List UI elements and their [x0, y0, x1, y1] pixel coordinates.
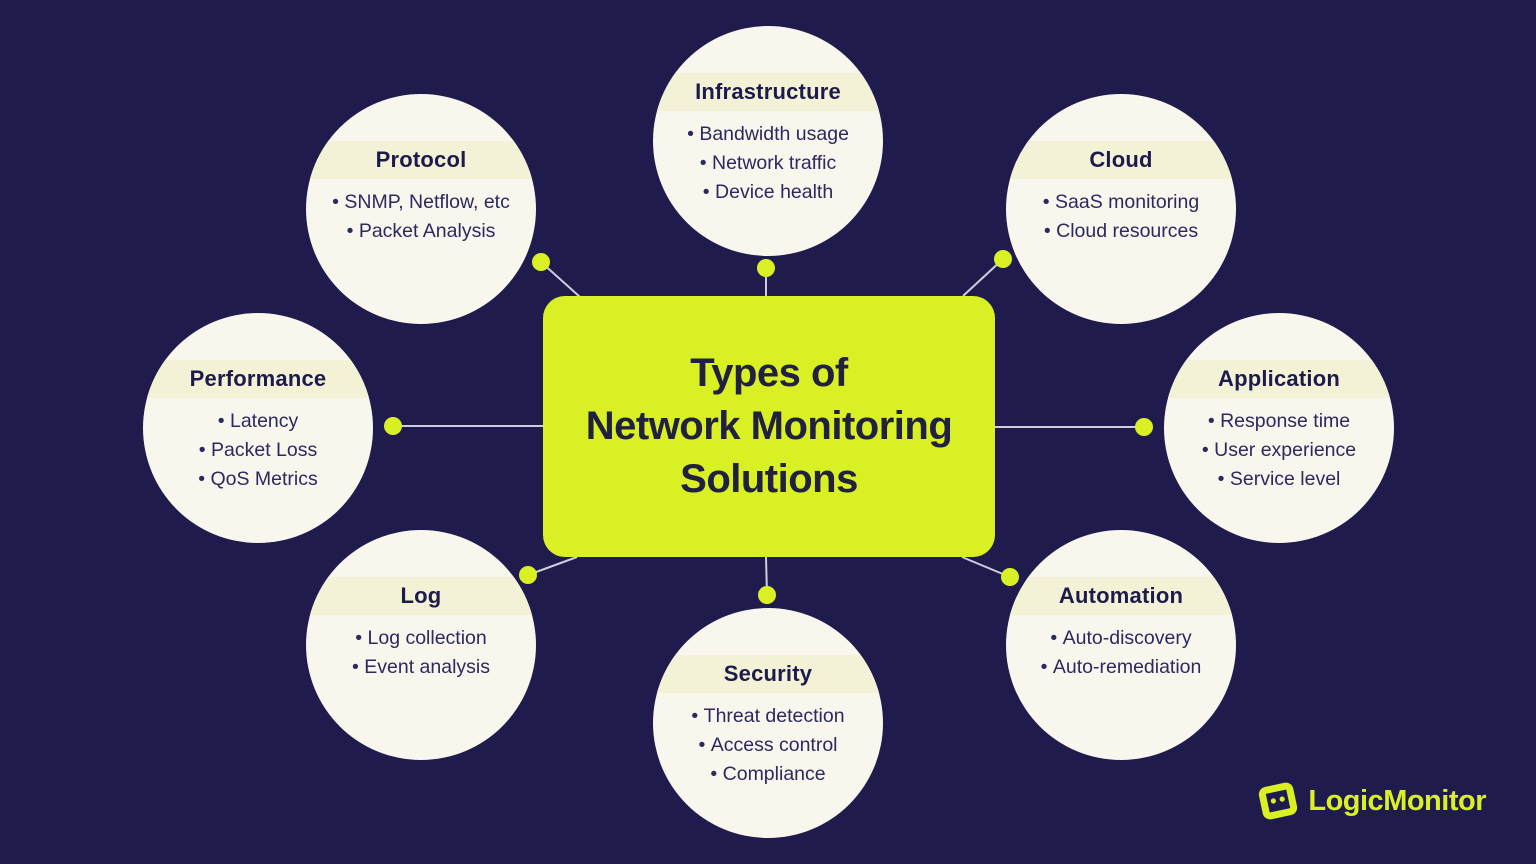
center-title-line: Solutions — [680, 457, 858, 501]
node-title-band — [653, 655, 883, 693]
node-item: Packet Analysis — [306, 217, 536, 246]
center-title: Types of Network Monitoring Solutions — [586, 347, 953, 506]
connector-line-cloud — [962, 258, 1004, 297]
node-title-band — [653, 73, 883, 111]
node-title: Protocol — [375, 147, 467, 172]
node-items: Threat detection Access control Complian… — [653, 702, 883, 789]
connector-dot — [994, 250, 1012, 268]
node-items: Latency Packet Loss QoS Metrics — [143, 407, 373, 494]
node-log: Log Log collection Event analysis — [306, 530, 536, 760]
center-card: Types of Network Monitoring Solutions — [543, 296, 995, 557]
node-title-band — [306, 141, 536, 179]
connector-dot — [1135, 418, 1153, 436]
node-performance: Performance Latency Packet Loss QoS Metr… — [143, 313, 373, 543]
node-title: Security — [723, 661, 813, 686]
node-item: Event analysis — [306, 653, 536, 682]
node-item: Compliance — [653, 760, 883, 789]
node-items: SNMP, Netflow, etc Packet Analysis — [306, 188, 536, 246]
node-item: Network traffic — [653, 149, 883, 178]
node-item: Threat detection — [653, 702, 883, 731]
node-title-band — [1164, 360, 1394, 398]
node-items: Bandwidth usage Network traffic Device h… — [653, 120, 883, 207]
connector-dot — [758, 586, 776, 604]
brand-name: LogicMonitor — [1308, 784, 1486, 817]
node-title-band — [1006, 141, 1236, 179]
logicmonitor-logo-icon — [1259, 782, 1298, 820]
node-item: QoS Metrics — [143, 465, 373, 494]
node-title-band — [306, 577, 536, 615]
node-infrastructure: Infrastructure Bandwidth usage Network t… — [653, 26, 883, 256]
node-title-band — [143, 360, 373, 398]
node-title: Application — [1218, 366, 1340, 391]
node-title: Performance — [189, 366, 327, 391]
connector-dot — [757, 259, 775, 277]
node-items: Log collection Event analysis — [306, 624, 536, 682]
node-item: User experience — [1164, 436, 1394, 465]
node-items: Auto-discovery Auto-remediation — [1006, 624, 1236, 682]
node-item: SNMP, Netflow, etc — [306, 188, 536, 217]
node-items: SaaS monitoring Cloud resources — [1006, 188, 1236, 246]
node-item: Device health — [653, 178, 883, 207]
brand-footer: LogicMonitor — [1257, 780, 1486, 822]
node-item: Response time — [1164, 407, 1394, 436]
center-title-line: Network Monitoring — [585, 404, 953, 448]
node-item: Auto-remediation — [1006, 653, 1236, 682]
node-items: Response time User experience Service le… — [1164, 407, 1394, 494]
connector-dot — [532, 253, 550, 271]
node-item: Cloud resources — [1006, 217, 1236, 246]
node-title-band — [1006, 577, 1236, 615]
node-item: SaaS monitoring — [1006, 188, 1236, 217]
node-item: Auto-discovery — [1006, 624, 1236, 653]
node-item: Packet Loss — [143, 436, 373, 465]
node-title: Infrastructure — [695, 79, 841, 104]
node-automation: Automation Auto-discovery Auto-remediati… — [1006, 530, 1236, 760]
node-protocol: Protocol SNMP, Netflow, etc Packet Analy… — [306, 94, 536, 324]
node-cloud: Cloud SaaS monitoring Cloud resources — [1006, 94, 1236, 324]
node-security: Security Threat detection Access control… — [653, 608, 883, 838]
connector-dot — [384, 417, 402, 435]
node-item: Service level — [1164, 465, 1394, 494]
node-application: Application Response time User experienc… — [1164, 313, 1394, 543]
node-item: Latency — [143, 407, 373, 436]
node-title: Automation — [1058, 583, 1184, 608]
node-title: Cloud — [1089, 147, 1153, 172]
node-item: Access control — [653, 731, 883, 760]
node-item: Bandwidth usage — [653, 120, 883, 149]
node-item: Log collection — [306, 624, 536, 653]
center-title-line: Types of — [690, 351, 848, 395]
node-title: Log — [400, 583, 442, 608]
